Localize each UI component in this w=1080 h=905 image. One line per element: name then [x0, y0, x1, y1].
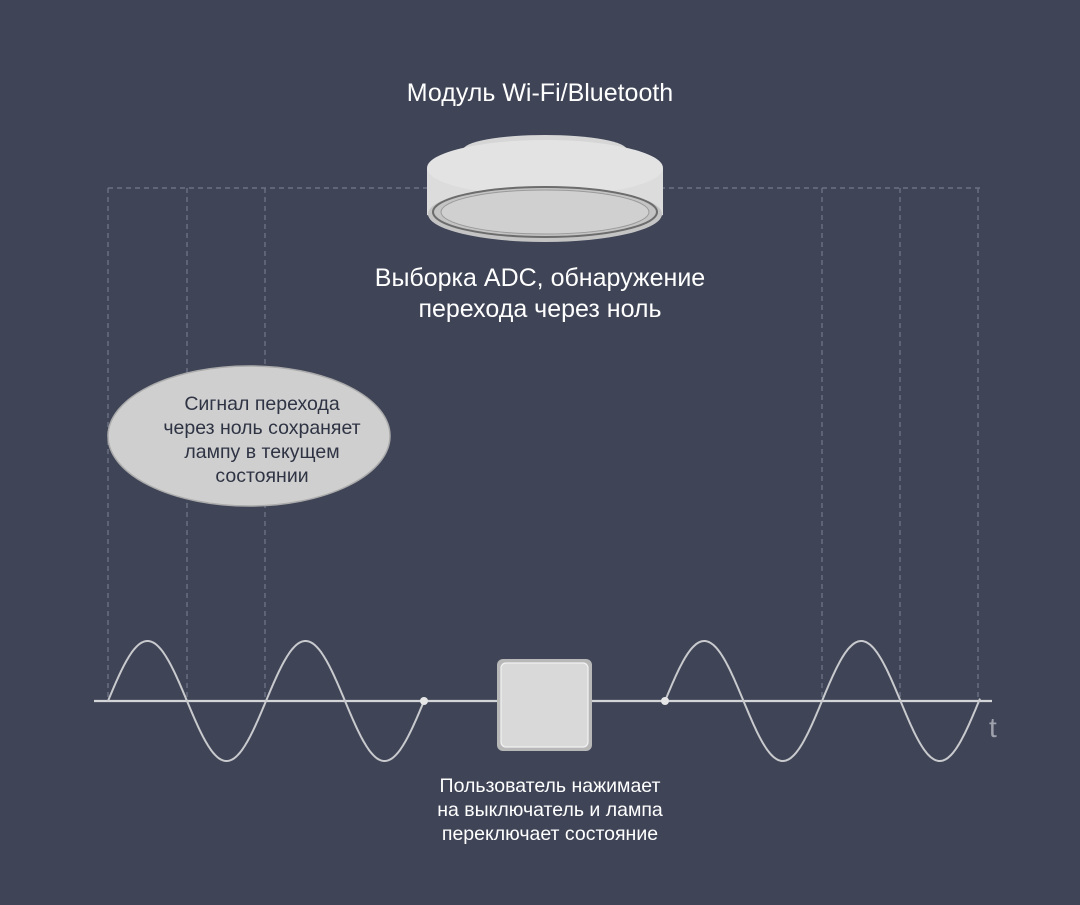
switch-press-caption: Пользователь нажимает на выключатель и л… [437, 775, 663, 845]
adc-caption: Выборка ADC, обнаружение перехода через … [374, 264, 706, 323]
zero-cross-dot-left [420, 697, 428, 705]
ac-wave-right [664, 640, 981, 762]
ceiling-lamp-module-icon [427, 135, 663, 242]
wall-switch-icon [497, 659, 592, 751]
zero-cross-dot-right [661, 697, 669, 705]
info-bubble [107, 365, 391, 507]
bubble-caption: Сигнал перехода через ноль сохраняет лам… [163, 393, 361, 487]
ac-wave-left [107, 640, 425, 762]
module-title: Модуль Wi-Fi/Bluetooth [406, 79, 674, 107]
time-axis-label: t [989, 712, 997, 743]
